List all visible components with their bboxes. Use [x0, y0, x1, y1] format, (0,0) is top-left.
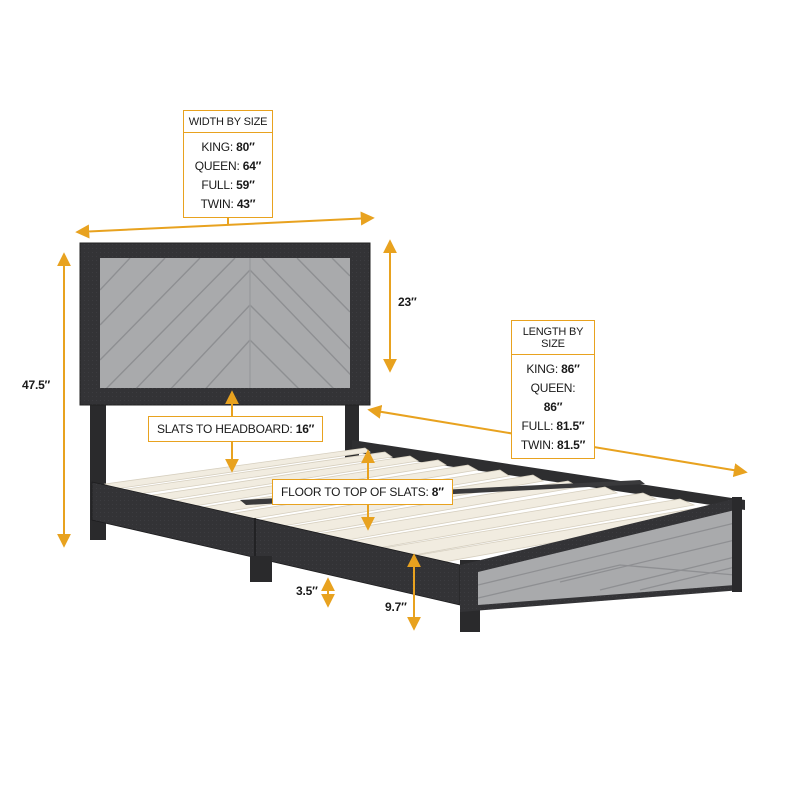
headboard-panel — [100, 258, 350, 388]
footboard — [460, 497, 742, 612]
length-box-title: LENGTH BY SIZE — [512, 321, 594, 355]
length-row-queen: QUEEN: 86″ — [530, 381, 576, 414]
width-arrow — [75, 211, 375, 239]
length-row-full: FULL: 81.5″ — [521, 419, 585, 433]
total-height-value: 47.5″ — [22, 378, 51, 392]
length-row-king: KING: 86″ — [526, 362, 580, 376]
width-box-title: WIDTH BY SIZE — [184, 111, 272, 133]
side-rail-near — [92, 482, 460, 605]
width-row-king: KING: 80″ — [201, 140, 255, 154]
floor-to-slats-label: FLOOR TO TOP OF SLATS: 8″ — [272, 479, 453, 505]
slats-to-headboard-label: SLATS TO HEADBOARD: 16″ — [148, 416, 324, 442]
width-by-size-box: WIDTH BY SIZE KING: 80″ QUEEN: 64″ FULL:… — [183, 110, 273, 218]
width-row-queen: QUEEN: 64″ — [194, 159, 262, 173]
width-row-full: FULL: 59″ — [201, 178, 255, 192]
length-box-rows: KING: 86″ QUEEN: 86″ FULL: 81.5″ TWIN: 8… — [512, 355, 594, 458]
headboard-height-value: 23″ — [398, 295, 417, 309]
frame-height-value: 9.7″ — [385, 600, 407, 614]
width-row-twin: TWIN: 43″ — [200, 197, 256, 211]
leg-height-value: 3.5″ — [296, 584, 318, 598]
length-by-size-box: LENGTH BY SIZE KING: 86″ QUEEN: 86″ FULL… — [511, 320, 595, 459]
width-box-rows: KING: 80″ QUEEN: 64″ FULL: 59″ TWIN: 43″ — [184, 133, 272, 217]
length-row-twin: TWIN: 81.5″ — [520, 438, 586, 452]
center-leg — [250, 556, 272, 582]
